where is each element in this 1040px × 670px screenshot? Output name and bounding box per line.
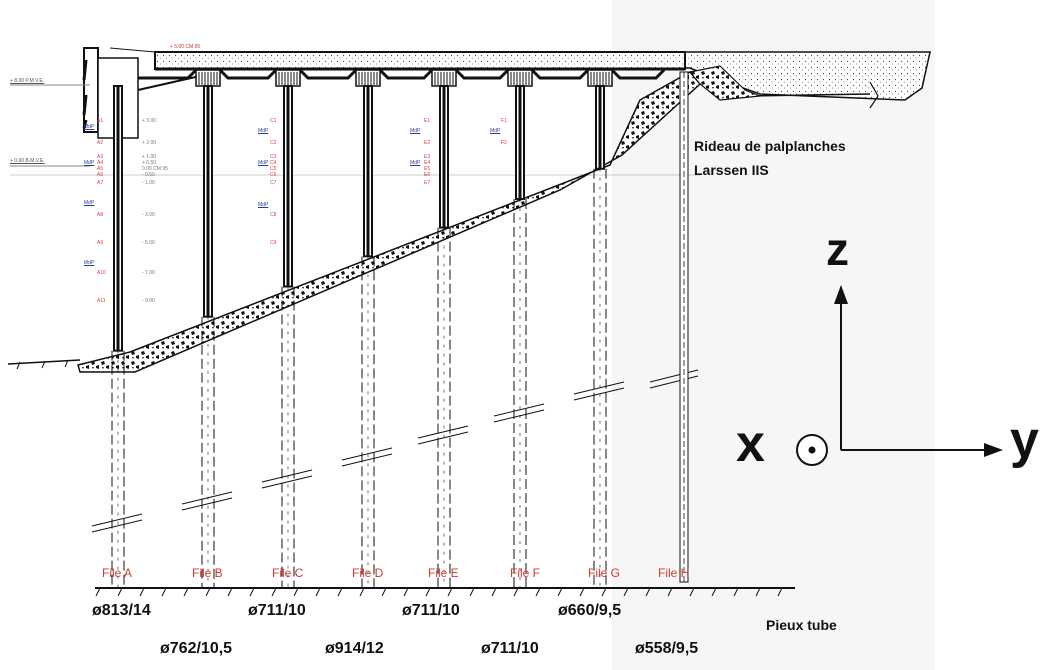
level-e4: E4	[424, 160, 431, 166]
pieux-tube-label: Pieux tube	[766, 617, 837, 633]
mdp-marker-1: MdP	[84, 160, 95, 166]
level-a10: A10	[97, 270, 106, 276]
level-a5: A5	[97, 166, 104, 172]
sheet-pile-label-line2: Larssen IIS	[694, 162, 769, 178]
level-a11: A11	[97, 298, 106, 304]
level-e6: E6	[424, 172, 431, 178]
diameter-a: ø813/14	[92, 602, 151, 619]
file-label-a: File A	[102, 566, 133, 580]
level-e1: E1	[424, 118, 431, 124]
level-value-a-10: - 9.00	[142, 298, 155, 304]
level-e3: E3	[424, 154, 431, 160]
diameter-e: ø711/10	[402, 602, 460, 619]
level-a4: A4	[97, 160, 104, 166]
diameter-g: ø660/9,5	[558, 602, 622, 619]
mdp-marker-0: MdP	[84, 124, 95, 130]
coordinate-axes	[796, 285, 1003, 466]
level-a3: A3	[97, 154, 104, 160]
level-value-a-1: + 2.00	[142, 140, 157, 146]
level-value-a-0: + 3.00	[142, 118, 157, 124]
pmve-level: + 8.00 P.M.V.E.	[10, 78, 45, 84]
level-value-a-4: 0.00 CM 95	[142, 166, 168, 172]
level-c4: C4	[270, 160, 277, 166]
level-c3: C3	[270, 154, 277, 160]
x-axis-label: x	[736, 415, 765, 473]
level-c1: C1	[270, 118, 277, 124]
mdp-marker-2: MdP	[84, 200, 95, 206]
level-f1: F1	[501, 118, 507, 124]
level-c5: C5	[270, 166, 277, 172]
z-axis-arrow	[834, 285, 848, 304]
mdp-marker-6: MdP	[258, 202, 269, 208]
level-f2: F2	[501, 140, 507, 146]
file-label-c: File C	[272, 566, 304, 580]
level-value-a-6: - 1.00	[142, 180, 155, 186]
level-value-a-2: + 1.00	[142, 154, 157, 160]
level-value-a-3: + 0.50	[142, 160, 157, 166]
level-value-a-9: - 7.00	[142, 270, 155, 276]
diameter-c: ø711/10	[248, 602, 306, 619]
y-axis-label: y	[1010, 411, 1039, 469]
level-value-a-7: - 3.00	[142, 212, 155, 218]
level-a2: A2	[97, 140, 104, 146]
file-label-b: File B	[192, 566, 223, 580]
y-axis-arrow	[984, 443, 1003, 457]
mdp-marker-3: MdP	[84, 260, 95, 266]
mdp-marker-7: MdP	[410, 128, 421, 134]
z-axis-label: z	[826, 223, 849, 275]
mdp-marker-5: MdP	[258, 160, 269, 166]
mdp-marker-4: MdP	[258, 128, 269, 134]
diameter-h: ø558/9,5	[635, 640, 699, 657]
level-e7: E7	[424, 180, 431, 186]
level-a1: A1	[97, 118, 104, 124]
rock-slope	[77, 71, 702, 373]
deck-slab	[154, 51, 686, 70]
level-value-a-8: - 5.00	[142, 240, 155, 246]
level-a9: A9	[97, 240, 104, 246]
file-label-d: File D	[352, 566, 384, 580]
diameter-d: ø914/12	[325, 640, 384, 657]
level-value-a-5: - 0.50	[142, 172, 155, 178]
mdp-marker-9: MdP	[490, 128, 501, 134]
level-c2: C2	[270, 140, 277, 146]
file-label-h: File H	[658, 566, 690, 580]
bmve-level: + 0.60 B.M.V.E.	[10, 158, 45, 164]
mdp-marker-8: MdP	[410, 160, 421, 166]
level-c6: C6	[270, 172, 277, 178]
level-c9: C9	[270, 240, 277, 246]
deck-top-elevation: + 5.00 CM 95	[170, 44, 201, 50]
level-a8: A8	[97, 212, 104, 218]
level-c8: C8	[270, 212, 277, 218]
file-label-e: File E	[428, 566, 459, 580]
level-a6: A6	[97, 172, 104, 178]
diameter-f: ø711/10	[481, 640, 539, 657]
level-e5: E5	[424, 166, 431, 172]
level-e2: E2	[424, 140, 431, 146]
file-label-f: File F	[510, 566, 540, 580]
diameter-b: ø762/10,5	[160, 640, 233, 657]
pile-group	[91, 69, 699, 588]
file-label-g: File G	[588, 566, 621, 580]
level-c7: C7	[270, 180, 277, 186]
sheet-pile-label-line1: Rideau de palplanches	[694, 138, 846, 154]
level-a7: A7	[97, 180, 104, 186]
